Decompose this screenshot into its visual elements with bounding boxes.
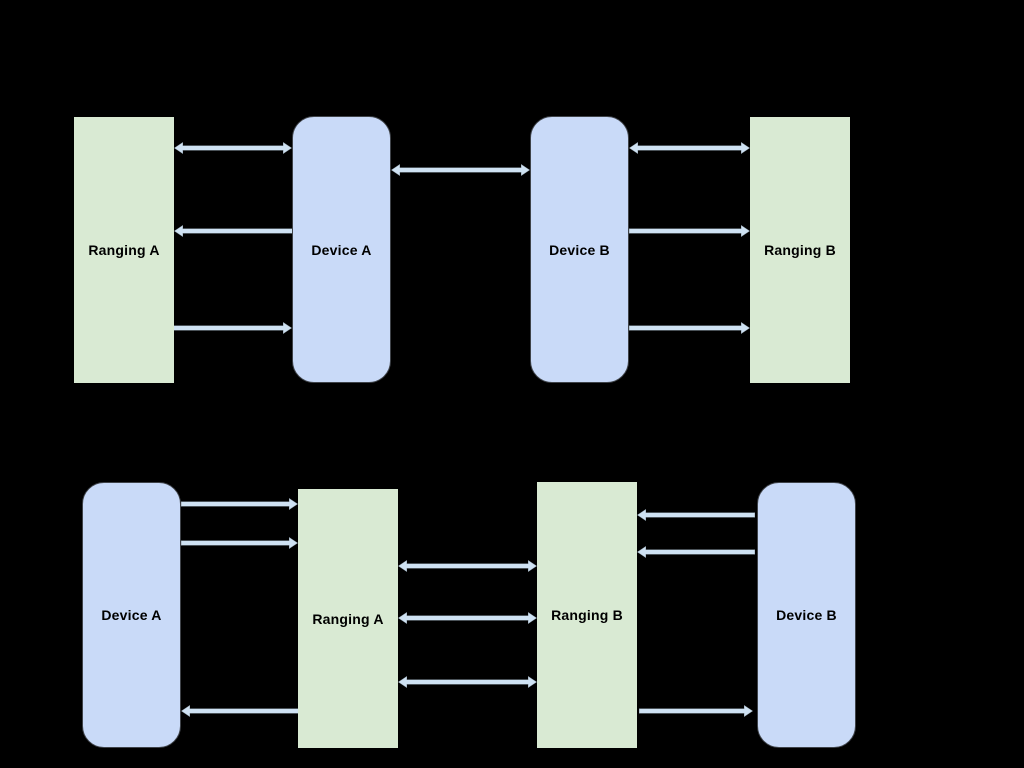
top-ranging-b-box: Ranging B <box>750 117 850 383</box>
bottom-device-b-box: Device B <box>757 482 856 748</box>
arrow-bottom-device-a--ranging-a-1 <box>180 497 299 511</box>
arrow-bottom-device-b--ranging-b-2 <box>636 545 756 559</box>
top-device-a-label: Device A <box>311 241 372 258</box>
bottom-device-a-label: Device A <box>101 607 162 623</box>
arrow-bottom-device-a--ranging-a-2 <box>180 536 299 550</box>
bottom-ranging-b-label: Ranging B <box>551 607 623 623</box>
bottom-ranging-a-box: Ranging A <box>298 489 398 748</box>
bottom-device-a-box: Device A <box>82 482 181 748</box>
top-device-b-label: Device B <box>549 241 610 258</box>
arrow-top-ranging-a--device-a-2 <box>169 321 293 335</box>
arrow-top-device-b--ranging-b-3 <box>628 321 751 335</box>
arrow-bottom-device-b--ranging-b-1 <box>636 508 756 522</box>
top-ranging-b-label: Ranging B <box>764 242 836 258</box>
bottom-ranging-a-label: Ranging A <box>312 610 384 627</box>
top-device-b-box: Device B <box>530 116 629 383</box>
arrow-bottom-ranging-b--device-b <box>638 704 754 718</box>
bottom-ranging-b-box: Ranging B <box>537 482 637 748</box>
top-device-a-box: Device A <box>292 116 391 383</box>
top-ranging-a-label: Ranging A <box>88 242 160 258</box>
arrow-top-device-b--ranging-b-2 <box>628 224 751 238</box>
top-ranging-a-box: Ranging A <box>74 117 174 383</box>
bottom-device-b-label: Device B <box>776 607 837 623</box>
